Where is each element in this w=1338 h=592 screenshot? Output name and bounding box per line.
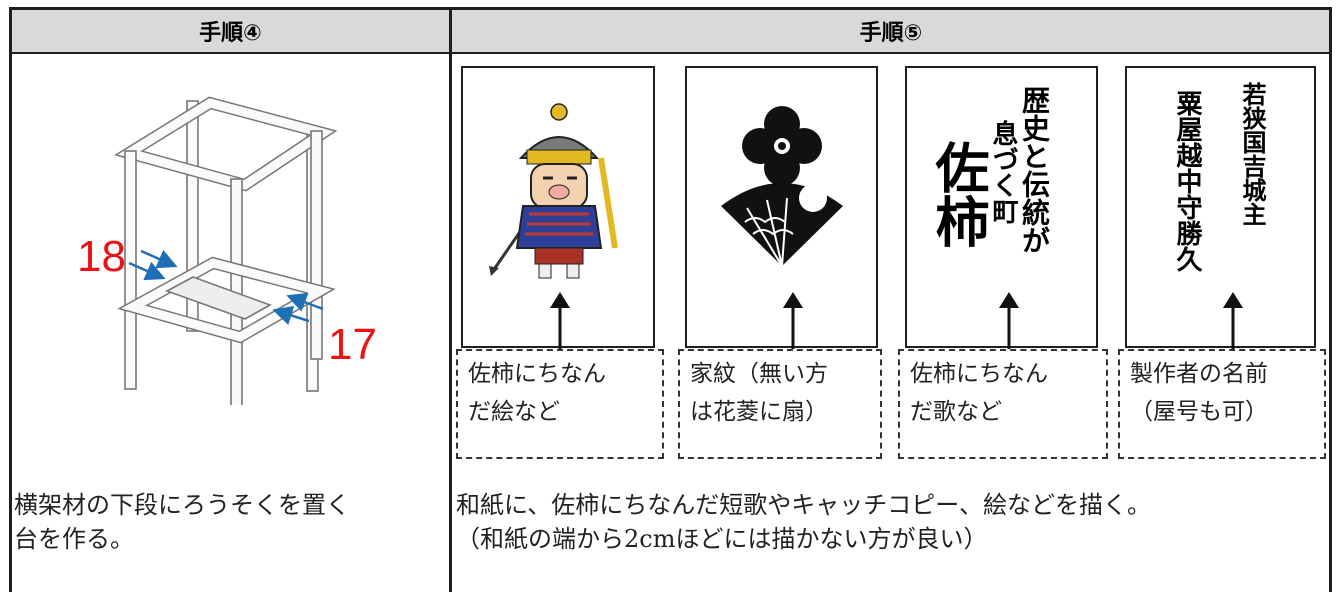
poem-big-name: 佐柿 [926,140,990,248]
samurai-mascot-icon [489,103,618,279]
label-maker-name: 製作者の名前 （屋号も可） [1118,349,1326,459]
card-maker-name: 若狭国吉城主 粟屋越中守勝久 [1125,66,1316,348]
stand-frame-icon [114,96,338,405]
family-crest-icon [721,106,843,267]
name-line2: 粟屋越中守勝久 [1172,90,1202,272]
dimension-label-18: 18 [77,232,126,281]
label-crest: 家紋（無い方 は花菱に扇） [678,349,882,459]
arrow-up-icon [550,292,570,350]
step4-header-text: 手順④ [199,20,262,46]
poem-line2: 息づく町 [988,120,1018,224]
step5-caption: 和紙に、佐柿にちなんだ短歌やキャッチコピー、絵などを描く。 （和紙の端から2cm… [456,491,1152,553]
poem-line1: 歴史と伝統が [1018,86,1051,254]
name-line1: 若狭国吉城主 [1238,82,1267,226]
card-poem: 歴史と伝統が 息づく町 佐柿 [905,66,1098,348]
table-border-top [9,7,1331,10]
table-border-left [9,7,12,592]
step4-header: 手順④ [12,9,449,52]
label-picture: 佐柿にちなん だ絵など [456,349,664,459]
arrow-up-icon [1223,292,1243,350]
card-picture [461,66,655,348]
step5-header-text: 手順⑤ [859,20,923,46]
table-column-divider [449,7,452,592]
dimension-label-17: 17 [328,320,377,369]
dimension-arrows-icon [128,249,324,326]
arrow-up-icon [999,292,1019,350]
card-crest [685,66,878,348]
step4-caption: 横架材の下段にろうそくを置く 台を作る。 [14,491,350,553]
table-header-divider [9,52,1331,54]
table-border-right [1329,7,1332,592]
step5-header: 手順⑤ [452,9,1330,52]
label-poem: 佐柿にちなん だ歌など [898,349,1108,459]
arrow-up-icon [783,292,803,350]
